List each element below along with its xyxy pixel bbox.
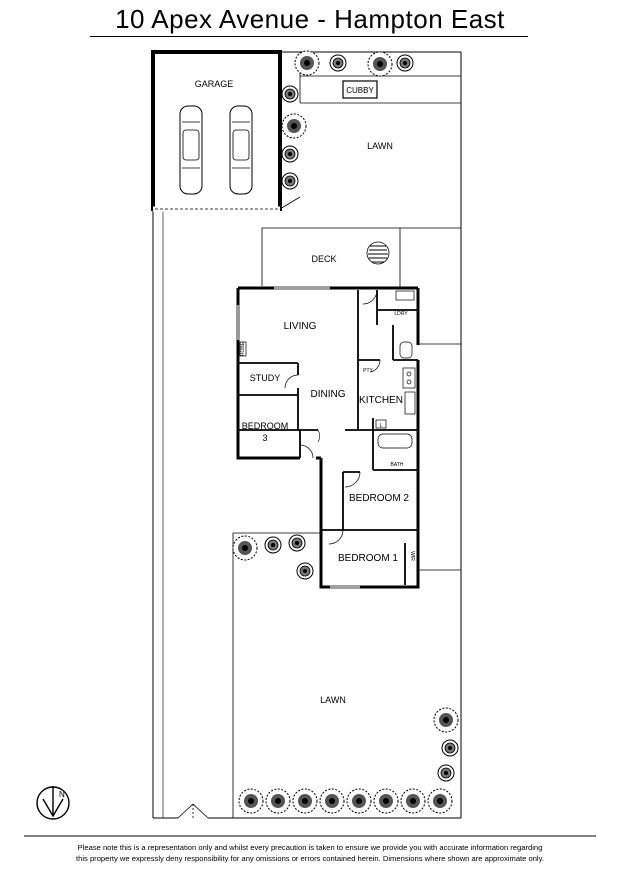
deck-label: DECK: [311, 254, 336, 264]
shrub-icon: [367, 51, 393, 77]
shrub-icon: [373, 788, 399, 814]
bath-label: BATH: [391, 462, 404, 468]
bedroom2-label: BEDROOM 2: [349, 493, 409, 504]
deck: [261, 227, 461, 288]
bedroom3-number: 3: [262, 433, 267, 443]
side-fence: [232, 343, 461, 818]
shrub-icon: [296, 562, 314, 580]
rear-yard-lines: [279, 52, 461, 210]
bedroom1-label: BEDROOM 1: [338, 553, 398, 564]
shrub-icon: [265, 788, 291, 814]
rear-garden-plants: [281, 50, 414, 190]
shrub-icon: [294, 50, 320, 76]
shrub-icon: [238, 788, 264, 814]
rear-lawn-label: LAWN: [367, 141, 393, 151]
bbq-icon: [366, 241, 390, 265]
shrub-icon: [292, 788, 318, 814]
north-compass-icon: [36, 786, 70, 820]
car-right-icon: [229, 105, 253, 195]
living-label: LIVING: [284, 321, 317, 332]
front-gate: [177, 803, 209, 819]
front-lawn-label: LAWN: [320, 695, 346, 705]
shrub-icon: [433, 707, 459, 733]
wir-label: WIR: [409, 551, 415, 561]
fixtures: [239, 290, 416, 449]
dining-label: DINING: [311, 389, 346, 400]
disclaimer-line-2: this property we expressly deny responsi…: [76, 854, 544, 863]
pantry-label: PTY: [363, 368, 373, 374]
property-title: 10 Apex Avenue - Hampton East: [115, 4, 505, 34]
shrub-icon: [281, 172, 299, 190]
title-underline: [90, 36, 528, 37]
openings: [236, 286, 420, 589]
door-swings: [284, 289, 381, 545]
shrub-icon: [232, 535, 258, 561]
interior-walls: [238, 290, 418, 585]
shrub-icon: [441, 739, 459, 757]
shrub-icon: [396, 54, 414, 72]
garage-label: GARAGE: [195, 79, 234, 89]
shrub-icon: [319, 788, 345, 814]
shrub-icon: [264, 536, 282, 554]
shrub-icon: [288, 534, 306, 552]
shrub-icon: [281, 145, 299, 163]
front-garden-plants: [232, 534, 459, 814]
robe-label: ROBE: [240, 341, 246, 356]
cubby-box: [342, 80, 378, 99]
linen-label: L: [380, 423, 383, 429]
cubby-label: CUBBY: [346, 86, 374, 95]
disclaimer: Please note this is a representation onl…: [10, 842, 610, 864]
disclaimer-line-1: Please note this is a representation onl…: [77, 843, 543, 852]
kitchen-label: KITCHEN: [359, 395, 403, 406]
shrub-icon: [427, 788, 453, 814]
bedroom3-label: BEDROOM: [242, 421, 289, 431]
shrub-icon: [437, 764, 455, 782]
compass-label: N: [59, 790, 65, 799]
car-left-icon: [179, 105, 203, 195]
shrub-icon: [281, 85, 299, 103]
study-label: STUDY: [250, 373, 281, 383]
shrub-icon: [400, 788, 426, 814]
garage: [151, 50, 282, 212]
shrub-icon: [346, 788, 372, 814]
laundry-label: LDRY: [394, 311, 408, 317]
shrub-icon: [281, 113, 307, 139]
shrub-icon: [329, 54, 347, 72]
